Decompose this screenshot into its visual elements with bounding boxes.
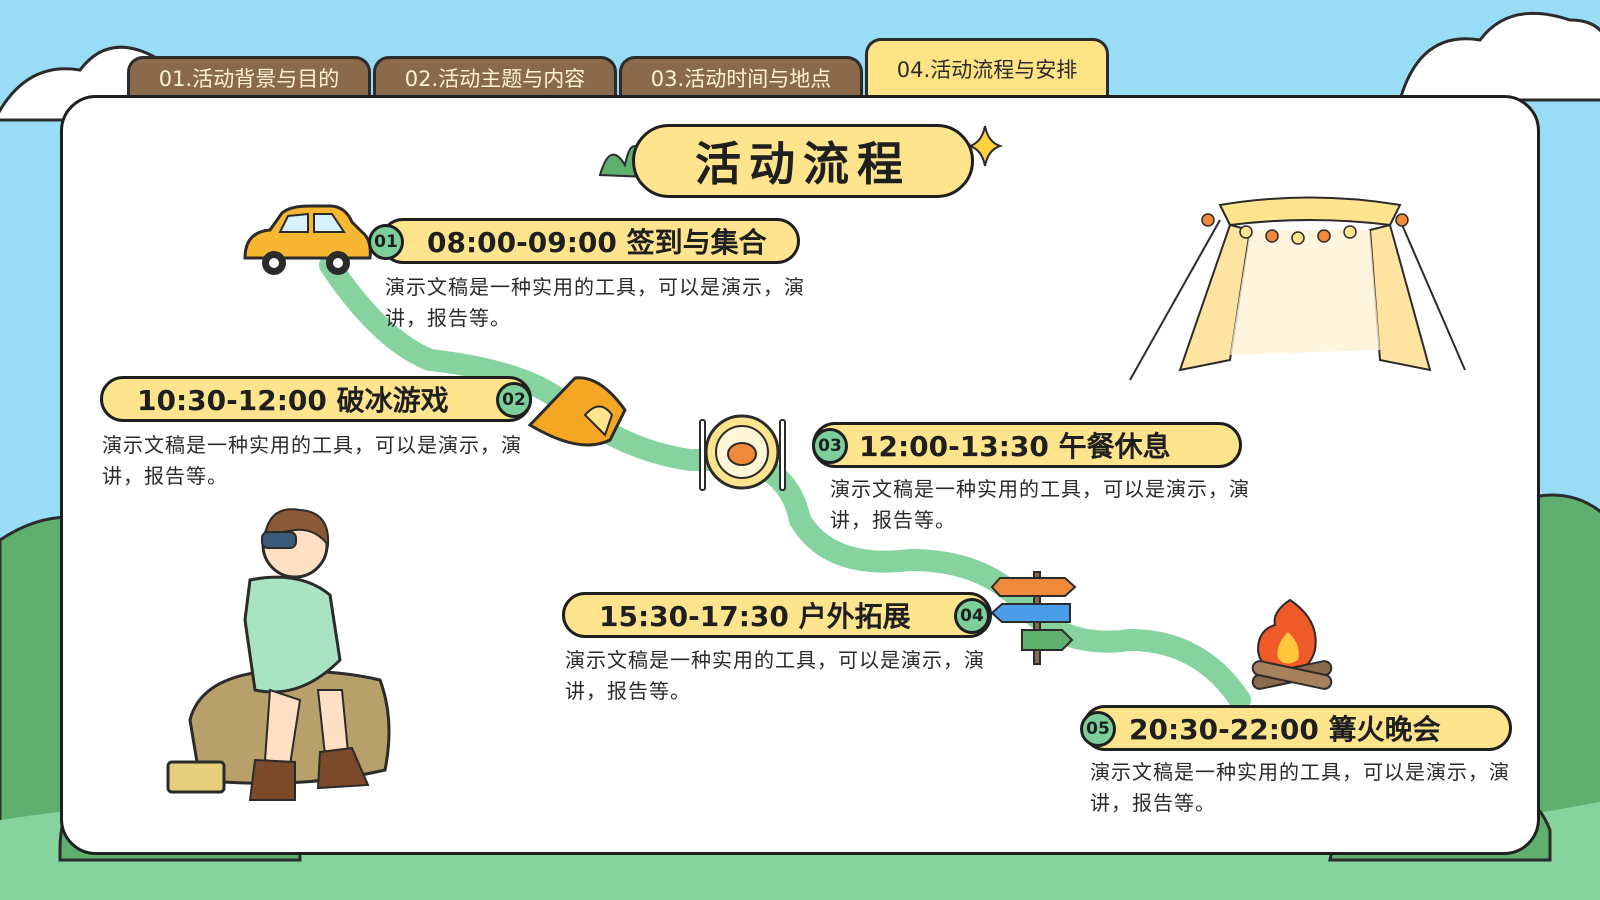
step-02-time: 10:30-12:00 破冰游戏 — [137, 384, 449, 417]
page-title: 活动流程 — [632, 124, 974, 198]
step-05-pill: 20:30-22:00 篝火晚会 — [1082, 705, 1512, 751]
hiker-illustration — [166, 508, 391, 801]
step-04-badge: 04 — [954, 598, 990, 634]
campfire-icon — [1251, 598, 1333, 690]
step-01-pill: 08:00-09:00 签到与集合 — [380, 218, 800, 264]
step-02-pill: 10:30-12:00 破冰游戏 — [100, 376, 532, 422]
step-02-desc: 演示文稿是一种实用的工具，可以是演示，演讲，报告等。 — [102, 433, 522, 488]
tab-process[interactable]: 04.活动流程与安排 — [865, 38, 1109, 96]
tab-time-place[interactable]: 03.活动时间与地点 — [619, 56, 863, 96]
step-03-desc: 演示文稿是一种实用的工具，可以是演示，演讲，报告等。 — [830, 477, 1250, 532]
tab-background[interactable]: 01.活动背景与目的 — [127, 56, 371, 96]
step-01-desc: 演示文稿是一种实用的工具，可以是演示，演讲，报告等。 — [385, 275, 805, 330]
step-03-pill: 12:00-13:30 午餐休息 — [812, 422, 1242, 468]
signpost-icon — [990, 571, 1077, 665]
step-05-time: 20:30-22:00 篝火晚会 — [1129, 713, 1441, 746]
step-04-pill: 15:30-17:30 户外拓展 — [562, 592, 992, 638]
sparkle-icon — [966, 125, 1004, 167]
tab-theme[interactable]: 02.活动主题与内容 — [373, 56, 617, 96]
step-01-badge: 01 — [368, 224, 404, 260]
step-05-desc: 演示文稿是一种实用的工具，可以是演示，演讲，报告等。 — [1090, 760, 1510, 815]
step-04-time: 15:30-17:30 户外拓展 — [599, 600, 911, 633]
step-04-desc: 演示文稿是一种实用的工具，可以是演示，演讲，报告等。 — [565, 648, 985, 703]
step-03-badge: 03 — [812, 428, 848, 464]
step-03-time: 12:00-13:30 午餐休息 — [859, 430, 1171, 463]
car-icon — [243, 204, 372, 275]
step-05-badge: 05 — [1080, 711, 1116, 747]
canopy-icon — [1129, 196, 1466, 381]
plate-icon — [699, 414, 786, 491]
step-02-badge: 02 — [496, 382, 532, 418]
tent-icon — [527, 376, 627, 447]
step-01-time: 08:00-09:00 签到与集合 — [427, 226, 767, 259]
